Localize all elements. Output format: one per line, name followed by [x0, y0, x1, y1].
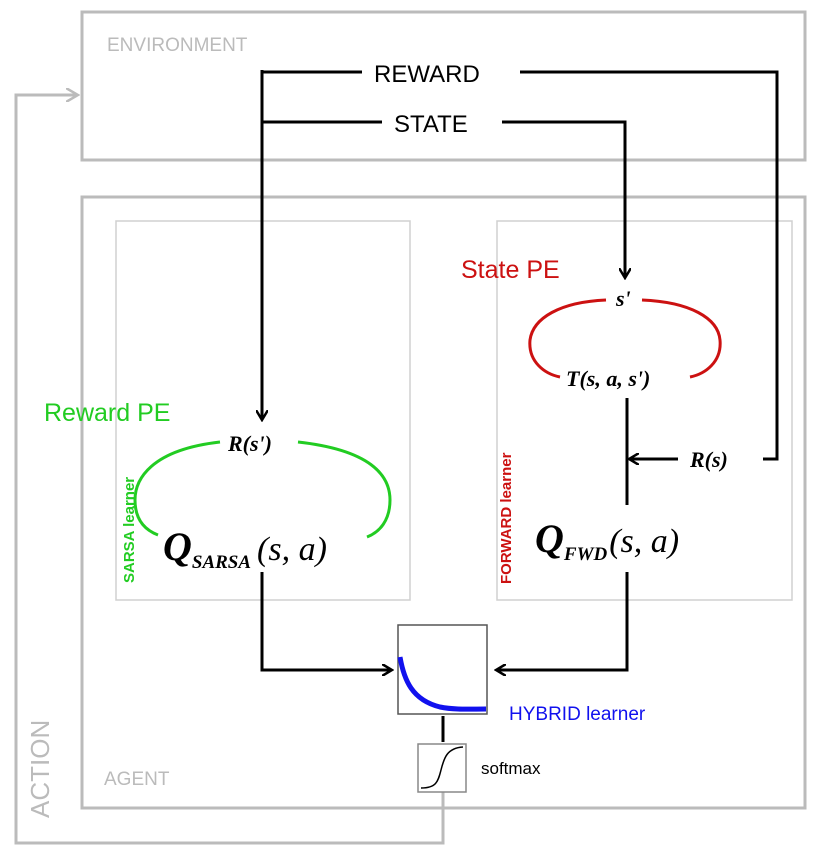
sarsa-reward-formula: R(s') [227, 431, 272, 456]
environment-label: ENVIRONMENT [107, 35, 248, 56]
state-pe-loop [528, 298, 722, 379]
reward-pe-loop [133, 440, 392, 539]
forward-learner-box [496, 220, 793, 601]
action-label: ACTION [25, 720, 55, 818]
decay-curve-icon [397, 656, 487, 712]
q-fwd-formula: QFWD(s, a) [535, 516, 679, 565]
sigmoid-curve-icon [420, 746, 464, 789]
q-fwd-args: (s, a) [609, 523, 679, 560]
reward-to-forward-line [520, 70, 779, 461]
state-to-forward-arrow [502, 120, 625, 278]
q-fwd-main: Q [535, 516, 564, 561]
q-sarsa-args: (s, a) [257, 531, 327, 568]
state-pe-label: State PE [461, 256, 560, 284]
transition-formula: T(s, a, s') [566, 366, 650, 391]
q-fwd-subscript: FWD [563, 544, 608, 565]
reward-pe-label: Reward PE [44, 399, 170, 427]
softmax-label: softmax [481, 759, 541, 778]
action-loop-line [14, 95, 445, 845]
forward-to-hybrid-arrow [496, 572, 629, 670]
q-sarsa-subscript: SARSA [192, 552, 251, 573]
environment-box [80, 10, 807, 162]
softmax-box [417, 743, 467, 793]
q-sarsa-main: Q [163, 524, 192, 569]
hybrid-learner-box [397, 624, 488, 715]
q-sarsa-formula: QSARSA (s, a) [163, 524, 327, 573]
agent-label: AGENT [104, 769, 170, 790]
forward-side-label: FORWARD learner [498, 452, 515, 584]
forward-reward-formula: R(s) [689, 447, 728, 472]
sarsa-to-hybrid-arrow [260, 572, 392, 670]
state-signal-label: STATE [394, 111, 468, 138]
reward-signal-label: REWARD [374, 61, 480, 88]
forward-state-formula: s' [615, 286, 631, 311]
hybrid-learner-label: HYBRID learner [509, 704, 646, 725]
